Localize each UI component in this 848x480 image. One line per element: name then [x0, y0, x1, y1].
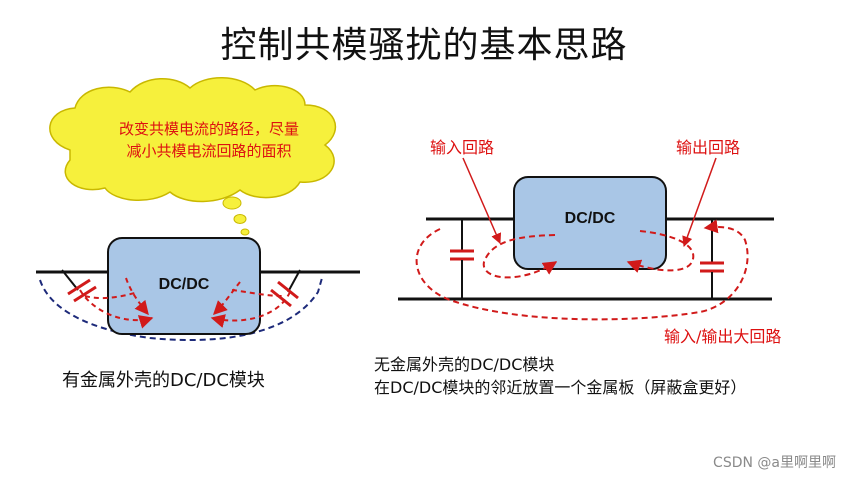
- left-current-paths: [79, 277, 291, 329]
- left-capacitor-b: [270, 269, 301, 308]
- right-caption-line1: 无金属外壳的DC/DC模块: [374, 355, 555, 374]
- output-loop-pointer: [682, 157, 717, 247]
- input-loop-label: 输入回路: [430, 138, 495, 157]
- slide-title: 控制共模骚扰的基本思路: [220, 25, 628, 66]
- right-dcdc-box: [513, 176, 667, 270]
- input-loop-pointer: [462, 157, 502, 244]
- left-caption: 有金属外壳的DC/DC模块: [62, 370, 265, 391]
- thought-cloud: [49, 77, 336, 236]
- output-loop-label: 输出回路: [676, 138, 741, 157]
- cloud-text-line2: 减小共模电流回路的面积: [126, 142, 292, 160]
- left-capacitor-a: [61, 269, 97, 303]
- right-caption: 无金属外壳的DC/DC模块 在DC/DC模块的邻近放置一个金属板（屏蔽盒更好）: [374, 353, 746, 399]
- cloud-annotation: 改变共模电流的路径，尽量 减小共模电流回路的面积: [84, 118, 334, 162]
- watermark: CSDN @a里啊里啊: [713, 455, 836, 471]
- big-loop-label: 输入/输出大回路: [664, 327, 782, 346]
- right-caption-line2: 在DC/DC模块的邻近放置一个金属板（屏蔽盒更好）: [374, 378, 747, 397]
- left-dcdc-label: DC/DC: [158, 276, 210, 293]
- metal-enclosure-outline: [39, 277, 323, 342]
- right-dcdc-label: DC/DC: [564, 210, 616, 227]
- cloud-text-line1: 改变共模电流的路径，尽量: [118, 120, 299, 138]
- input-capacitor: [450, 219, 474, 299]
- right-current-loops: [415, 219, 749, 321]
- output-capacitor: [700, 219, 724, 299]
